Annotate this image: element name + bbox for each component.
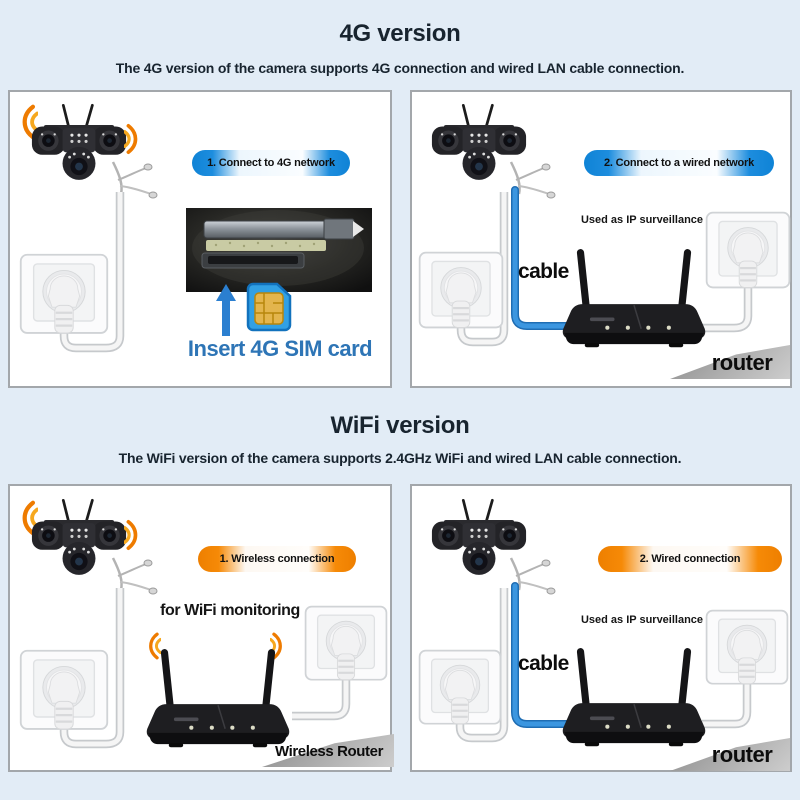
router-label: Wireless Router: [274, 743, 384, 760]
wifi-waves-icon: [124, 120, 143, 158]
section-title-4g: 4G version: [339, 20, 461, 47]
section-subtitle-wifi: The WiFi version of the camera supports …: [118, 450, 682, 466]
note-label: Used as IP surveillance: [580, 614, 704, 626]
step-banner: 1. Connect to 4G network: [192, 150, 350, 176]
sim-card-icon: [246, 282, 292, 332]
step-banner: 2. Wired connection: [598, 546, 782, 572]
camera-icon: [428, 492, 530, 584]
arrow-up-icon: [216, 284, 236, 336]
wall-socket-icon: [18, 648, 110, 740]
wall-socket-icon: [303, 604, 389, 690]
step-banner: 2. Connect to a wired network: [584, 150, 774, 176]
router-label: router: [711, 350, 773, 375]
wall-socket-icon: [18, 252, 110, 344]
camera-icon: [428, 97, 530, 189]
panel-wifi-wired: 2. Wired connection Used as IP surveilla…: [410, 484, 792, 772]
router-icon: [552, 244, 716, 352]
cable-label: cable: [518, 260, 569, 283]
camera-icon: [28, 97, 130, 189]
note-label: Used as IP surveillance: [580, 214, 704, 226]
section-subtitle-4g: The 4G version of the camera supports 4G…: [115, 60, 685, 76]
step-banner: 1. Wireless connection: [198, 546, 356, 572]
panel-4g-sim: 1. Connect to 4G network Insert 4G SIM c…: [8, 90, 392, 388]
router-icon: [552, 642, 716, 752]
panel-wifi-wireless: 1. Wireless connection for WiFi monitori…: [8, 484, 394, 772]
camera-icon: [28, 492, 130, 584]
router-label: router: [711, 742, 773, 767]
note-label: for WiFi monitoring: [160, 602, 300, 619]
sim-caption: Insert 4G SIM card: [187, 336, 373, 361]
router-icon: [136, 642, 300, 754]
cable-label: cable: [518, 652, 569, 675]
wall-socket-icon: [417, 648, 503, 734]
wall-socket-icon: [417, 250, 505, 338]
section-title-wifi: WiFi version: [330, 412, 470, 439]
wifi-waves-icon: [124, 516, 143, 554]
sim-slot-photo: [186, 208, 372, 292]
panel-4g-wired: 2. Connect to a wired network Used as IP…: [410, 90, 792, 388]
